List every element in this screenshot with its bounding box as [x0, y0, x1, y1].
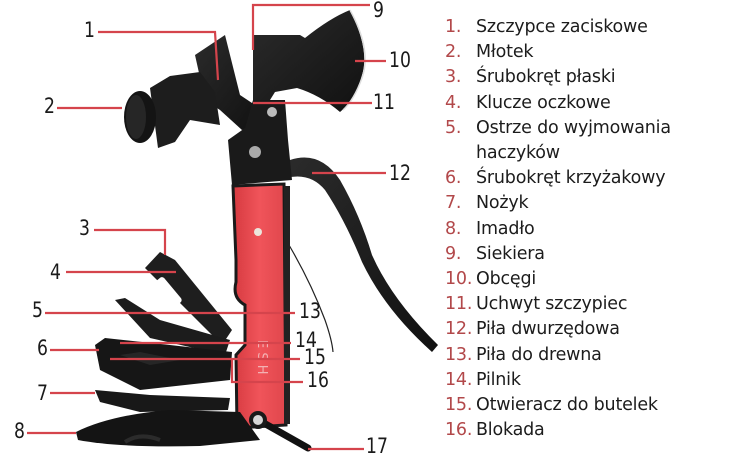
callout-10: 10: [389, 48, 411, 72]
callout-5: 5: [32, 298, 43, 322]
screw-icon: [254, 228, 262, 236]
multitool-illustration: E S H: [27, 3, 438, 452]
legend-item: 8. Imadło: [445, 217, 745, 242]
callout-12: 12: [389, 161, 411, 185]
red-handle: [231, 182, 288, 430]
callout-14: 14: [295, 328, 317, 352]
legend-label: Otwieracz do butelek: [476, 395, 658, 416]
legend-number: 14.: [445, 369, 473, 390]
callout-4: 4: [50, 260, 61, 284]
legend-label: Obcęgi: [476, 269, 537, 290]
legend-label: Piła dwurzędowa: [476, 319, 620, 340]
legend-item: 9. Siekiera: [445, 242, 745, 267]
legend-label: Ostrze do wyjmowania haczyków: [476, 117, 671, 164]
legend-item: 7. Nożyk: [445, 191, 745, 216]
callout-2: 2: [44, 94, 55, 118]
rivet-icon: [249, 146, 261, 158]
legend-label: Śrubokręt płaski: [476, 67, 616, 88]
legend-item: 11.Uchwyt szczypiec: [445, 292, 745, 317]
legend-number: 13.: [445, 344, 473, 365]
legend-number: 7.: [445, 193, 462, 214]
axe-head-icon: [253, 10, 365, 112]
callout-3: 3: [79, 216, 90, 240]
small-knife-icon: [95, 390, 230, 412]
callout-9: 9: [373, 0, 384, 22]
legend-item: 15.Otwieracz do butelek: [445, 393, 745, 418]
legend-label: Młotek: [476, 42, 534, 63]
pivot-bolt-icon: [253, 415, 263, 425]
legend-item: 1. Szczypce zaciskowe: [445, 15, 745, 40]
legend-item: 2. Młotek: [445, 40, 745, 65]
legend-item: 16.Blokada: [445, 418, 745, 443]
legend-item: 14.Pilnik: [445, 368, 745, 393]
legend-item: 10.Obcęgi: [445, 267, 745, 292]
legend-label: Śrubokręt krzyżakowy: [476, 168, 666, 189]
rivet-icon: [267, 107, 277, 117]
legend-label: Szczypce zaciskowe: [476, 17, 648, 37]
callout-lines: [27, 3, 386, 451]
parts-legend: 1. Szczypce zaciskowe 2. Młotek 3. Śrubokrę…: [445, 15, 745, 443]
callout-16: 16: [307, 368, 329, 392]
legend-number: 3.: [445, 67, 462, 88]
legend-number: 16.: [445, 420, 473, 441]
callout-6: 6: [37, 336, 48, 360]
knife-blade-icon: [76, 410, 260, 447]
legend-item: 13.Piła do drewna: [445, 343, 745, 368]
pivot-body: [228, 100, 292, 185]
legend-number: 11.: [445, 294, 473, 315]
legend-number: 10.: [445, 269, 473, 290]
legend-item: 5. Ostrze do wyjmowania haczyków: [445, 116, 745, 166]
legend-number: 4.: [445, 92, 462, 113]
long-handle-icon: [286, 157, 438, 352]
legend-label: Siekiera: [476, 243, 545, 264]
legend-item: 3. Śrubokręt płaski: [445, 65, 745, 90]
callout-11: 11: [373, 90, 395, 114]
legend-label: Klucze oczkowe: [476, 92, 611, 113]
callout-1: 1: [84, 18, 95, 42]
legend-item: 4. Klucze oczkowe: [445, 91, 745, 116]
lanyard-icon: [285, 239, 334, 353]
legend-item: 6. Śrubokręt krzyżakowy: [445, 166, 745, 191]
handle-logo: E S H: [254, 340, 269, 375]
legend-number: 5.: [445, 117, 462, 138]
legend-label: Blokada: [476, 420, 545, 441]
legend-label: Nożyk: [476, 193, 529, 214]
legend-number: 6.: [445, 168, 462, 189]
callout-7: 7: [37, 381, 48, 405]
hammer-icon: [150, 72, 220, 148]
wrench-tool-icon: [145, 252, 232, 345]
file-tool-icon: [95, 338, 232, 390]
legend-label: Uchwyt szczypiec: [476, 294, 628, 315]
legend-label: Imadło: [476, 218, 535, 239]
legend-number: 8.: [445, 218, 462, 239]
pliers-jaw-icon: [195, 35, 262, 130]
legend-number: 12.: [445, 319, 473, 340]
callout-15: 15: [304, 345, 326, 369]
callout-8: 8: [14, 419, 25, 443]
legend-item: 12.Piła dwurzędowa: [445, 317, 745, 342]
legend-number: 15.: [445, 395, 473, 416]
multitool-diagram: E S H: [14, 0, 438, 458]
legend-label: Pilnik: [476, 369, 521, 390]
callout-17: 17: [366, 434, 388, 458]
legend-number: 2.: [445, 42, 462, 63]
lock-lever-icon: [258, 418, 312, 452]
callout-13: 13: [299, 299, 321, 323]
legend-number: 1.: [445, 17, 462, 37]
legend-number: 9.: [445, 243, 462, 264]
legend-label: Piła do drewna: [476, 344, 602, 365]
